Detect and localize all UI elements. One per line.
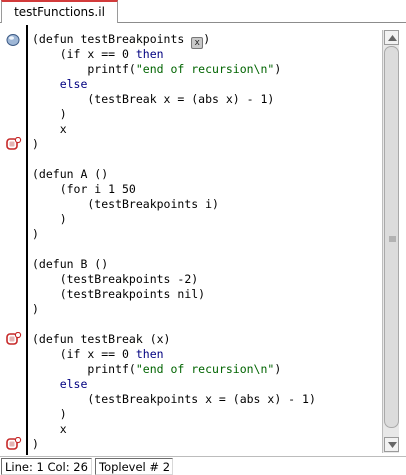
code-line[interactable]: (if x == 0 then xyxy=(32,347,164,361)
scroll-down-button[interactable] xyxy=(384,437,399,452)
status-bar: Line: 1 Col: 26 Toplevel # 2 xyxy=(0,456,406,475)
arrow-up-icon xyxy=(388,35,397,41)
breakpoint-icon[interactable] xyxy=(5,331,22,345)
code-line[interactable]: x xyxy=(32,422,67,436)
toplevel-indicator: Toplevel # 2 xyxy=(95,458,173,475)
code-line[interactable]: (defun testBreak (x) xyxy=(32,332,171,346)
code-line[interactable]: else xyxy=(59,377,88,391)
code-line[interactable]: (for i 1 50 xyxy=(32,182,136,196)
code-line[interactable]: printf("end of recursion\n") xyxy=(32,62,282,76)
scroll-thumb[interactable] xyxy=(384,46,399,428)
code-line[interactable]: ) xyxy=(32,227,39,241)
tab-testfunctions[interactable]: testFunctions.il xyxy=(1,0,118,23)
arrow-down-icon xyxy=(388,442,397,448)
code-line[interactable]: (testBreakpoints -2) xyxy=(32,272,199,286)
code-line[interactable]: (if x == 0 then xyxy=(32,47,164,61)
code-line[interactable]: ) xyxy=(32,437,39,451)
code-line[interactable]: ) xyxy=(32,212,67,226)
vertical-scrollbar[interactable] xyxy=(382,30,399,453)
tab-bar-divider xyxy=(0,22,406,23)
breakpoint-icon[interactable] xyxy=(5,136,22,150)
grip-icon xyxy=(389,236,396,242)
code-line[interactable]: printf("end of recursion\n") xyxy=(32,362,282,376)
code-line[interactable]: (defun testBreakpoints x) xyxy=(32,32,211,49)
current-line-icon[interactable] xyxy=(5,32,22,46)
code-line[interactable]: (defun B () xyxy=(32,257,109,271)
code-line[interactable]: (defun A () xyxy=(32,167,109,181)
code-line[interactable]: else xyxy=(59,77,88,91)
tab-bar: testFunctions.il xyxy=(0,0,406,25)
gutter-divider xyxy=(26,25,28,455)
code-line[interactable]: x xyxy=(32,122,67,136)
scroll-up-button[interactable] xyxy=(384,30,399,45)
cursor-position: Line: 1 Col: 26 xyxy=(1,458,92,475)
code-line[interactable]: (testBreakpoints i) xyxy=(32,197,219,211)
code-line[interactable]: ) xyxy=(32,107,67,121)
code-line[interactable]: ) xyxy=(32,302,39,316)
code-line[interactable]: ) xyxy=(32,407,67,421)
code-line[interactable]: (testBreakpoints x = (abs x) - 1) xyxy=(32,392,316,406)
code-line[interactable]: (testBreak x = (abs x) - 1) xyxy=(32,92,275,106)
breakpoint-gutter[interactable] xyxy=(0,25,27,455)
code-line[interactable]: (testBreakpoints nil) xyxy=(32,287,206,301)
breakpoint-icon[interactable] xyxy=(5,436,22,450)
code-editor[interactable]: (defun testBreakpoints x) (if x == 0 the… xyxy=(0,25,406,455)
code-area[interactable]: (defun testBreakpoints x) (if x == 0 the… xyxy=(32,32,377,454)
text-cursor: x xyxy=(191,37,204,49)
code-line[interactable]: ) xyxy=(32,137,39,151)
